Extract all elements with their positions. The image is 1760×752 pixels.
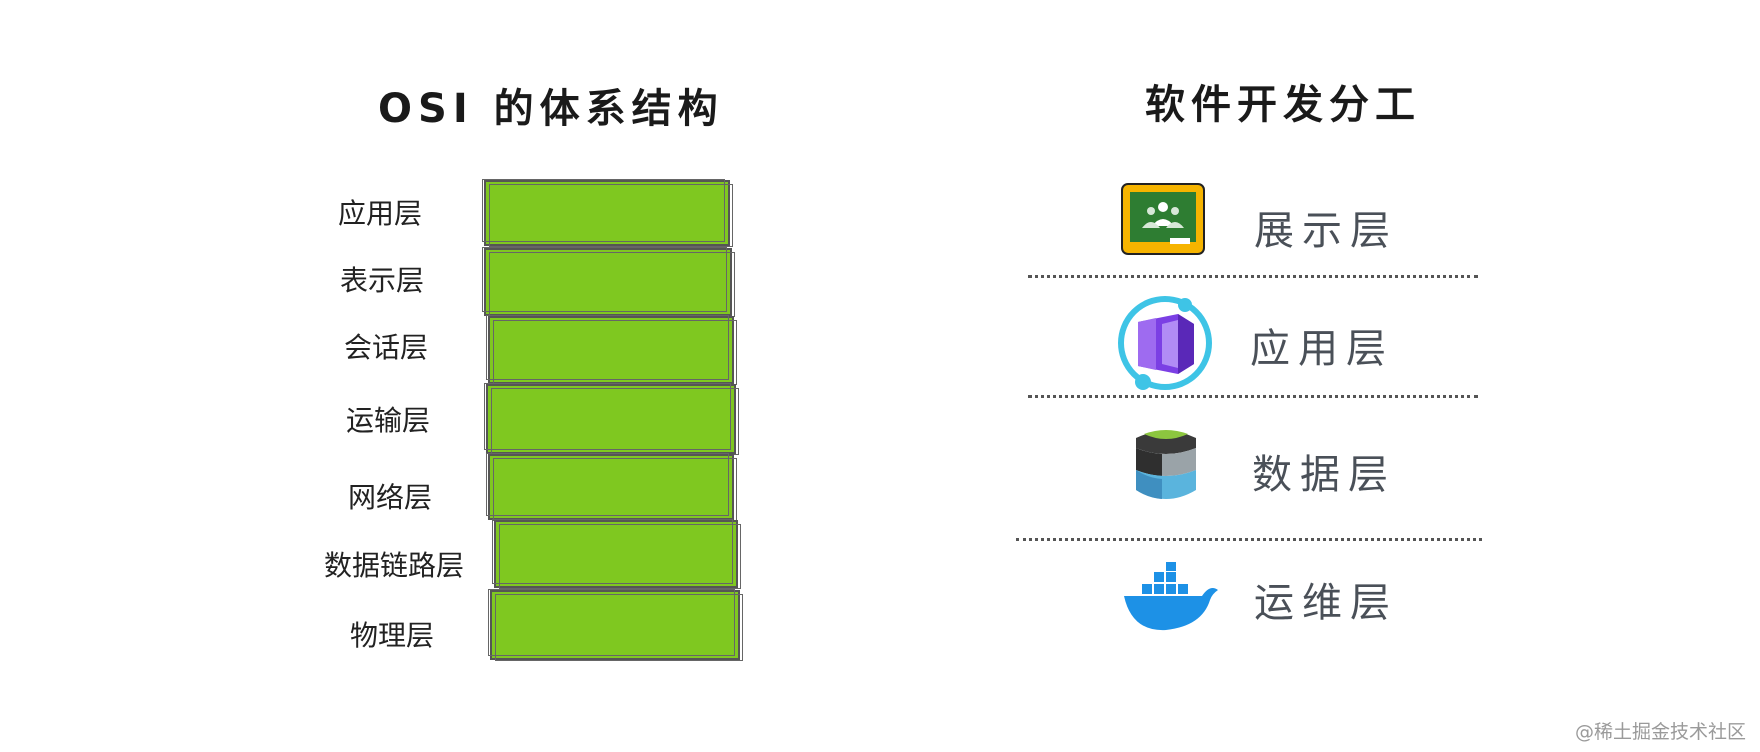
- osi-title: OSI 的体系结构: [378, 86, 724, 132]
- osi-layer-box-presentation: [482, 247, 735, 317]
- osi-layer-label-network: 网络层: [347, 481, 432, 514]
- watermark: @稀土掘金技术社区: [1574, 721, 1746, 743]
- osi-layer-label-session: 会话层: [343, 331, 428, 364]
- dev-layer-label-application: 应用层: [1250, 326, 1394, 372]
- osi-layer-label-presentation: 表示层: [339, 264, 424, 297]
- osi-layer-label-physical: 物理层: [349, 619, 434, 652]
- osi-layer-box-transport: [484, 383, 739, 455]
- dev-layer-label-presentation: 展示层: [1254, 208, 1398, 254]
- docker-whale-icon: [1124, 562, 1218, 631]
- classroom-icon: [1121, 183, 1205, 255]
- osi-layer-box-session: [486, 315, 737, 385]
- osi-layer-box-physical: [488, 589, 743, 661]
- dev-title: 软件开发分工: [1145, 82, 1421, 128]
- osi-layer-label-data-link: 数据链路层: [323, 549, 464, 582]
- dev-layer-label-ops: 运维层: [1254, 580, 1398, 626]
- osi-layer-box-data-link: [492, 519, 741, 589]
- osi-layer-box-network: [486, 453, 737, 521]
- dev-layer-label-data: 数据层: [1252, 452, 1396, 498]
- container-app-icon: [1118, 296, 1212, 390]
- osi-layer-label-application: 应用层: [337, 197, 422, 230]
- divider: [1016, 538, 1482, 541]
- osi-layer-label-transport: 运输层: [345, 404, 430, 437]
- osi-layer-box-application: [482, 179, 733, 247]
- database-icon: [1136, 430, 1196, 499]
- divider: [1028, 395, 1478, 398]
- divider: [1028, 275, 1478, 278]
